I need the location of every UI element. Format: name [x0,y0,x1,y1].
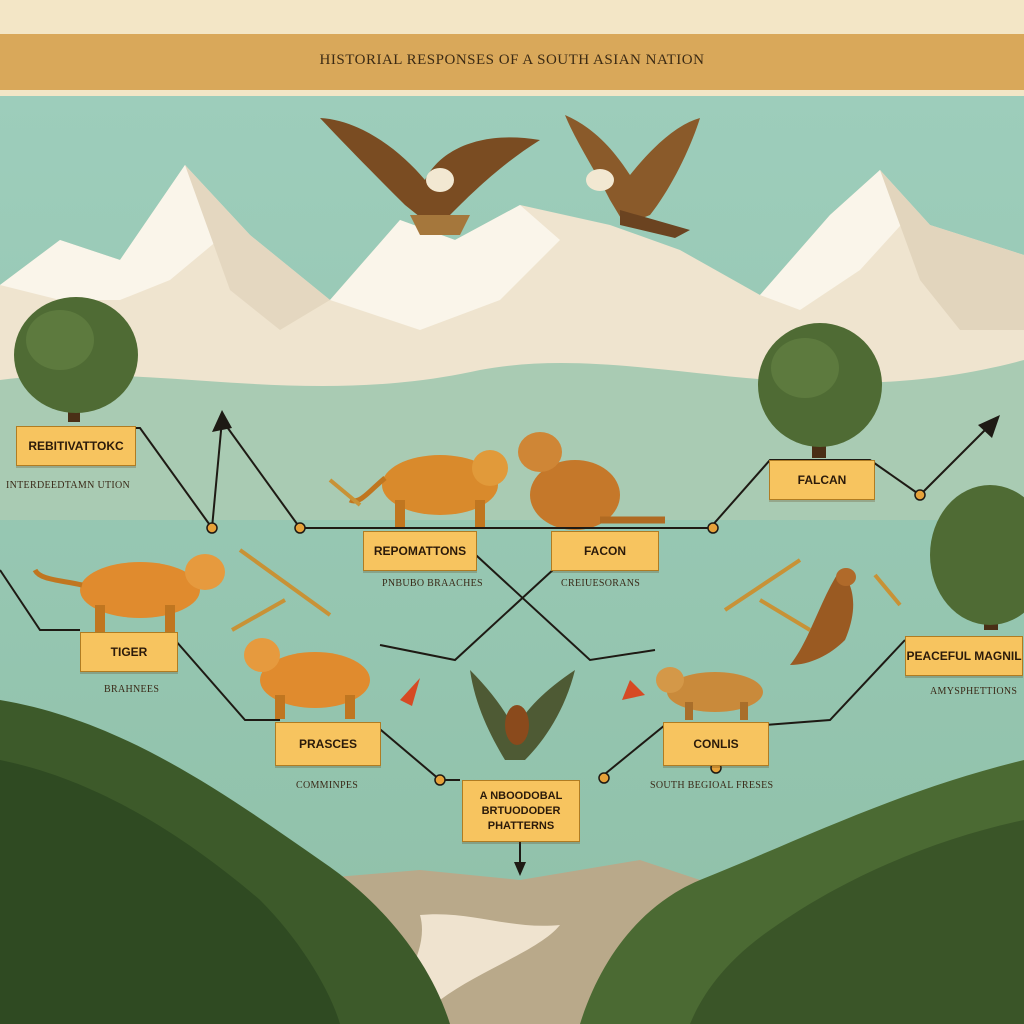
node-prasces: PRASCES [275,722,381,766]
eagle-icon [470,670,575,760]
tree-icon [14,297,138,422]
caption-tiger: BRAHNEES [104,684,160,695]
node-faclon-right: FALCAN [769,460,875,500]
tiger-icon [32,554,225,633]
falcon-icon [790,568,856,665]
tiger-icon [518,432,665,530]
caption-center-right: CREIUESORANS [561,578,641,589]
banner-rule [0,90,1024,96]
node-faclon-center: FACON [551,531,659,571]
node-tiger: TIGER [80,632,178,672]
tiger-icon [244,638,370,719]
caption-prasces: COMMINPES [296,780,359,791]
caption-left-top: INTERDEEDTAMN UTION [6,480,131,491]
arrow-heads [212,410,1000,876]
tree-icon [930,485,1024,630]
node-conlis: CONLIS [663,722,769,766]
flow-connectors [0,419,996,870]
eagle-icon [320,118,540,235]
caption-conlis: SOUTH BEGIOAL FRESES [650,780,774,791]
connector-dots [206,489,926,786]
leopard-icon [656,667,763,720]
node-reconciliation: REBITIVATTOKC [16,426,136,466]
caption-peaceful: AMYSPHETTIONS [930,686,1018,697]
tree-icon [758,323,882,458]
arrow-icon [400,678,645,706]
title-banner [0,34,1024,90]
node-reponations: REPOMATTONS [363,531,477,571]
hawk-icon [565,115,700,238]
tiger-icon [348,450,508,528]
sword-icon [231,478,902,632]
node-center-patterns: A NBOODOBAL BRTUODODER PHATTERNS [462,780,580,842]
caption-center-left: PNBUBO BRAACHES [382,578,483,589]
forest-hills [0,700,1024,1024]
page-title: HISTORIAL RESPONSES OF A SOUTH ASIAN NAT… [319,52,705,68]
node-peaceful: PEACEFUL MAGNIL [905,636,1023,676]
